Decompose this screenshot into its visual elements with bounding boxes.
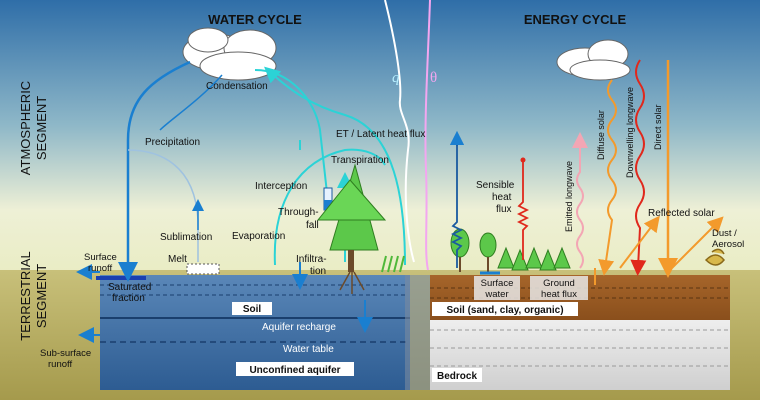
surface-water-label-2: water xyxy=(484,289,508,300)
energy-cycle-title: ENERGY CYCLE xyxy=(524,12,627,27)
sensible-heat-arrow xyxy=(516,162,530,260)
saturated-fraction-label-2: fraction xyxy=(112,293,145,304)
reflected-solar-arrow-2 xyxy=(671,216,724,269)
emitted-longwave-label: Emitted longwave xyxy=(564,161,574,232)
unconfined-aquifer-label: Unconfined aquifer xyxy=(249,365,340,376)
surface-runoff-label-2: runoff xyxy=(88,263,112,274)
svg-text:ATMOSPHERIC: ATMOSPHERIC xyxy=(18,81,33,175)
q-profile-line xyxy=(384,0,415,263)
transpiration-label: Transpiration xyxy=(331,155,389,166)
rain-gauge-water xyxy=(324,200,332,210)
bedrock-label: Bedrock xyxy=(437,371,477,382)
sensible-heat-dot xyxy=(520,157,526,163)
dust-aerosol-label-1: Dust / xyxy=(712,228,737,239)
svg-text:SEGMENT: SEGMENT xyxy=(34,96,49,160)
water-table-label: Water table xyxy=(283,344,334,355)
ground-heat-label-2: heat flux xyxy=(541,289,577,300)
surface-runoff-label-1: Surface xyxy=(84,252,117,263)
tree-icon xyxy=(316,163,387,294)
svg-text:TERRESTRIAL: TERRESTRIAL xyxy=(18,251,33,341)
diffuse-solar-arrow xyxy=(598,79,617,276)
sublimation-label: Sublimation xyxy=(160,232,212,243)
surface-water-label-1: Surface xyxy=(481,278,514,289)
precipitation-label: Precipitation xyxy=(145,137,200,148)
svg-text:SEGMENT: SEGMENT xyxy=(34,264,49,328)
soil-label-box xyxy=(232,302,272,315)
throughfall-label-2: fall xyxy=(306,220,319,231)
sensible-heat-water-arrow xyxy=(450,140,464,268)
reflected-solar-label: Reflected solar xyxy=(648,208,715,219)
melt-label: Melt xyxy=(168,254,187,265)
evaporation-label: Evaporation xyxy=(232,231,285,242)
theta-label: θ xyxy=(430,70,437,86)
ground-heat-label-1: Ground xyxy=(543,278,575,289)
cloud-icon xyxy=(556,39,631,81)
transition-strip xyxy=(405,275,430,390)
saturated-fraction-label-1: Saturated xyxy=(108,282,151,293)
theta-profile-line xyxy=(424,0,431,271)
aquifer-label-box xyxy=(236,362,354,376)
diffuse-solar-label: Diffuse solar xyxy=(596,110,606,160)
infiltration-label-2: tion xyxy=(310,266,326,277)
surface-water-box xyxy=(474,276,520,300)
reflected-solar-arrow xyxy=(619,215,660,269)
sensible-heat-label-1: Sensible xyxy=(476,180,515,191)
infiltration-label-1: Infiltra- xyxy=(296,254,327,265)
grass-icon xyxy=(381,255,405,273)
bedrock-label-box xyxy=(432,368,482,382)
condensation-label: Condensation xyxy=(206,81,268,92)
dust-aerosol-icon xyxy=(704,248,725,266)
atmospheric-segment-label: ATMOSPHERIC SEGMENT xyxy=(18,81,49,175)
direct-solar-label: Direct solar xyxy=(653,104,663,150)
throughfall-label-1: Through- xyxy=(278,207,319,218)
terrestrial-segment-label: TERRESTRIAL SEGMENT xyxy=(18,251,49,341)
et-latent-flux-arrow xyxy=(264,66,406,266)
emitted-longwave-arrow xyxy=(572,132,588,269)
water-cycle-title: WATER CYCLE xyxy=(208,12,302,27)
evaporation-arrow xyxy=(273,148,386,266)
downwelling-longwave-label: Downwelling longwave xyxy=(625,87,635,178)
interception-label: Interception xyxy=(255,181,307,192)
aquifer-recharge-label: Aquifer recharge xyxy=(262,322,336,333)
downwelling-longwave-arrow xyxy=(630,59,647,276)
cloud-icon xyxy=(182,27,277,81)
sensible-heat-label-2: heat xyxy=(492,192,512,203)
subsurface-runoff-label-2: runoff xyxy=(48,359,72,370)
soil-label: Soil xyxy=(243,304,262,315)
soil-types-label-box xyxy=(432,302,578,316)
snowpack-box xyxy=(186,263,220,275)
et-latent-label: ET / Latent heat flux xyxy=(336,129,425,140)
precipitation-arrow xyxy=(118,60,191,282)
ground-heat-box xyxy=(530,276,588,300)
q-label: q xyxy=(392,70,400,86)
subsurface-runoff-label-1: Sub-surface xyxy=(40,348,91,359)
dust-aerosol-label-2: Aerosol xyxy=(712,239,744,250)
sensible-heat-label-3: flux xyxy=(496,204,512,215)
soil-types-label: Soil (sand, clay, organic) xyxy=(446,305,563,316)
condensation-arrow xyxy=(159,74,223,131)
saturated-bar xyxy=(96,276,146,280)
